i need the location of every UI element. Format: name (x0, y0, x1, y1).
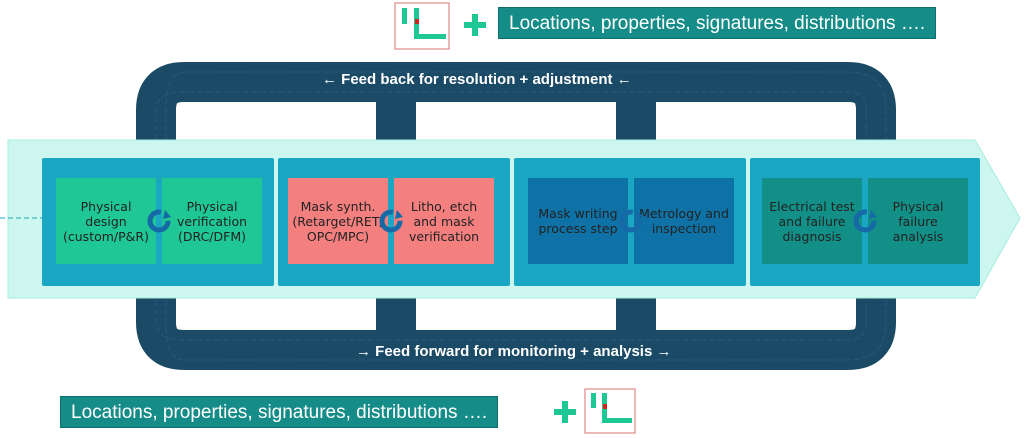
step-physical-design[interactable]: Physical design (custom/P&R) (56, 178, 156, 264)
step-metrology[interactable]: Metrology and inspection (634, 178, 734, 264)
step-label: Metrology and inspection (639, 206, 729, 236)
step-label: Physical design (custom/P&R) (63, 198, 149, 244)
step-label: Physical verification (DRC/DFM) (176, 198, 248, 244)
stage-mask-synthesis: Mask synth. (Retarget/RET/ OPC/MPC) Lith… (278, 158, 510, 286)
layout-icon (584, 388, 636, 434)
step-label: Mask synth. (Retarget/RET/ OPC/MPC) (292, 198, 384, 244)
top-banner: Locations, properties, signatures, distr… (498, 7, 937, 39)
feedback-label: ← Feed back for resolution + adjustment … (322, 71, 632, 88)
layout-icon (394, 2, 450, 50)
stage-design: Physical design (custom/P&R) Physical ve… (42, 158, 274, 286)
step-label: Litho, etch and mask verification (408, 198, 480, 244)
stage-mask-writing: Mask writing process step Metrology and … (514, 158, 746, 286)
step-electrical-test[interactable]: Electrical test and failure diagnosis (762, 178, 862, 264)
cycle-icon (147, 209, 171, 233)
cycle-icon (619, 209, 643, 233)
plus-icon (554, 401, 576, 423)
bottom-banner: Locations, properties, signatures, distr… (60, 396, 499, 428)
step-mask-writing[interactable]: Mask writing process step (528, 178, 628, 264)
feedforward-label: → Feed forward for monitoring + analysis… (356, 343, 672, 360)
step-litho-verification[interactable]: Litho, etch and mask verification (394, 178, 494, 264)
step-label: Electrical test and failure diagnosis (769, 198, 855, 244)
stage-test-analysis: Electrical test and failure diagnosis Ph… (750, 158, 980, 286)
feedforward-loop (136, 292, 896, 370)
plus-icon (464, 14, 486, 36)
feedback-loop (136, 62, 896, 150)
step-mask-synthesis[interactable]: Mask synth. (Retarget/RET/ OPC/MPC) (288, 178, 388, 264)
cycle-icon (379, 209, 403, 233)
step-label: Physical failure analysis (892, 198, 944, 244)
step-physical-failure-analysis[interactable]: Physical failure analysis (868, 178, 968, 264)
step-physical-verification[interactable]: Physical verification (DRC/DFM) (162, 178, 262, 264)
cycle-icon (853, 209, 877, 233)
step-label: Mask writing process step (538, 206, 618, 236)
